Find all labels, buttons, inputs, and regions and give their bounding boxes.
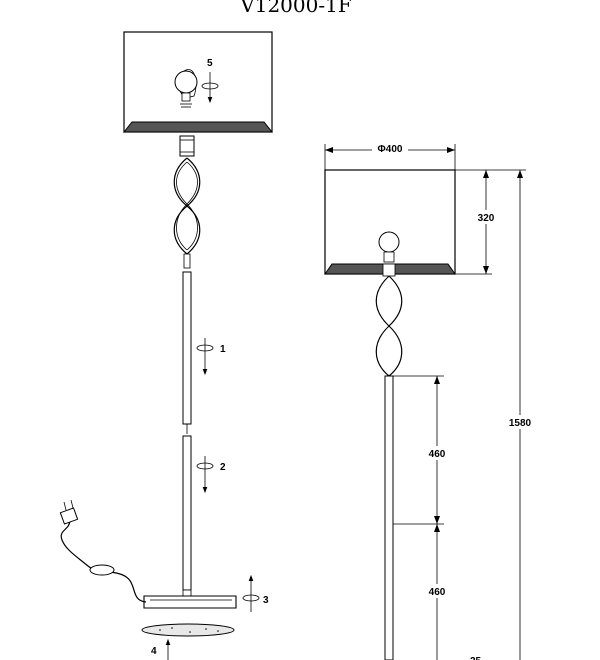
- step-5-rotate-icon: [201, 72, 219, 104]
- power-plug: [59, 507, 79, 525]
- step-5-label: 5: [207, 58, 213, 69]
- lamp-base: [143, 589, 237, 609]
- model-title: V12000-1F: [239, 0, 352, 17]
- step-2-label: 2: [220, 462, 226, 473]
- rod-upper-segment: [182, 271, 192, 425]
- total-height-label: 1580: [509, 418, 532, 429]
- step-1-label: 1: [220, 344, 226, 355]
- assembled-dimension-view: Φ400 320 1580 460 460 25: [324, 142, 534, 660]
- step-1-rotate-icon: [196, 338, 214, 376]
- base-plate: [141, 623, 235, 637]
- step-2-rotate-icon: [196, 456, 214, 494]
- exploded-assembly-view: 5 1 2: [59, 31, 274, 660]
- rod-lower-label: 460: [429, 587, 446, 598]
- power-cord: [59, 499, 147, 603]
- shade-bulb-icon: [378, 231, 400, 263]
- inline-switch: [89, 564, 115, 576]
- assembled-rod: [384, 375, 394, 660]
- rod-upper-label: 460: [429, 449, 446, 460]
- shade-height-label: 320: [478, 213, 495, 224]
- lamp-shade: [122, 31, 274, 133]
- step-4-label: 4: [151, 646, 157, 657]
- rod-lower-segment: [182, 435, 192, 591]
- base-height-label: 25: [470, 656, 482, 660]
- twisted-ornament: [173, 157, 201, 269]
- step-3-label: 3: [263, 595, 269, 606]
- light-bulb-icon: [174, 69, 198, 108]
- shade-width-label: Φ400: [378, 144, 403, 155]
- step-3-rotate-icon: [242, 574, 260, 612]
- lamp-socket: [179, 135, 195, 157]
